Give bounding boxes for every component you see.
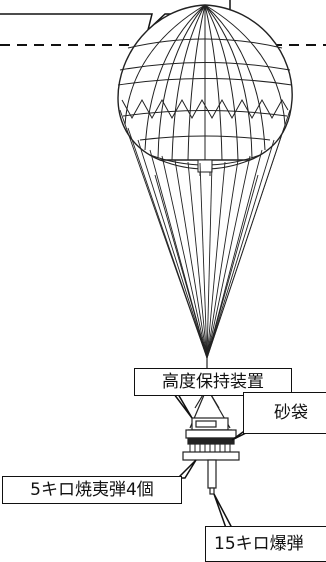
balloon-envelope [117,4,293,176]
label-sandbags: 砂袋 [243,392,326,434]
label-altitude-device: 高度保持装置 [134,368,292,396]
gondola-assembly [182,417,240,495]
label-incendiary: 5キロ焼夷弾4個 [2,476,182,504]
shroud-lines [119,109,291,359]
label-bomb: 15キロ爆弾 [205,526,326,562]
